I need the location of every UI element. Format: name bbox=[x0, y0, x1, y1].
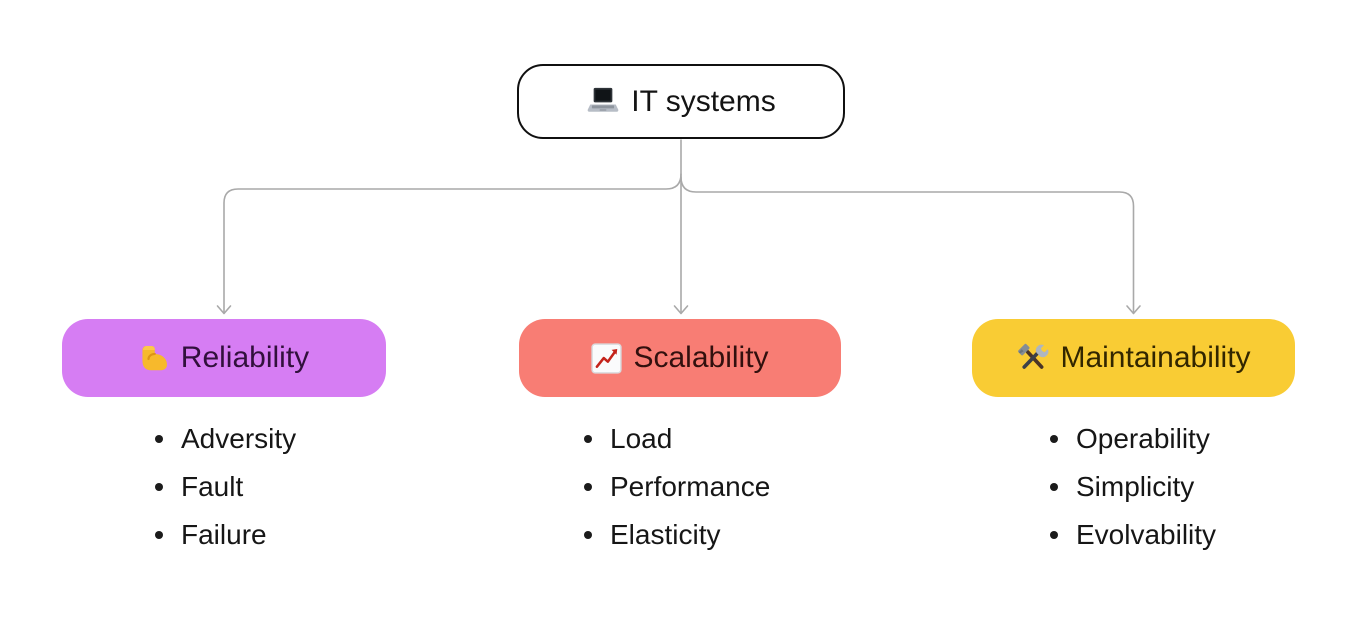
chart-increasing-icon bbox=[591, 342, 623, 374]
arrowhead-reliability bbox=[216, 305, 232, 315]
list-item: Load bbox=[584, 415, 770, 463]
bullet-dot bbox=[155, 483, 163, 491]
branch-label-reliability: Reliability bbox=[180, 341, 310, 374]
root-node-it-systems[interactable]: IT systems bbox=[517, 64, 845, 139]
flexed-biceps-icon bbox=[139, 343, 170, 374]
list-item-label: Failure bbox=[181, 519, 267, 550]
list-item: Performance bbox=[584, 463, 770, 511]
list-item: Evolvability bbox=[1050, 511, 1216, 559]
branch-node-maintainability[interactable]: Maintainability bbox=[972, 319, 1295, 397]
list-item: Failure bbox=[155, 511, 296, 559]
branch-label-maintainability: Maintainability bbox=[1060, 341, 1251, 374]
list-item: Fault bbox=[155, 463, 296, 511]
list-item-label: Elasticity bbox=[610, 519, 721, 550]
bullet-dot bbox=[584, 435, 592, 443]
list-item: Adversity bbox=[155, 415, 296, 463]
edge-root-to-reliability bbox=[223, 173, 682, 314]
laptop-icon bbox=[586, 87, 620, 116]
bullet-dot bbox=[1050, 531, 1058, 539]
list-item-label: Fault bbox=[181, 471, 244, 502]
list-item-label: Evolvability bbox=[1076, 519, 1217, 550]
bullet-dot bbox=[584, 531, 592, 539]
bullet-dot bbox=[584, 483, 592, 491]
list-item: Simplicity bbox=[1050, 463, 1216, 511]
list-item: Elasticity bbox=[584, 511, 770, 559]
connector-group bbox=[216, 139, 1141, 315]
list-item-label: Performance bbox=[610, 471, 771, 502]
list-item-label: Adversity bbox=[181, 423, 297, 454]
bullet-dot bbox=[155, 435, 163, 443]
branch-node-scalability[interactable]: Scalability bbox=[519, 319, 841, 397]
maintainability-list: Operability Simplicity Evolvability bbox=[1050, 415, 1216, 559]
list-item-label: Simplicity bbox=[1076, 471, 1195, 502]
bullet-dot bbox=[1050, 435, 1058, 443]
bullet-dot bbox=[155, 531, 163, 539]
bullet-dot bbox=[1050, 483, 1058, 491]
list-item: Operability bbox=[1050, 415, 1216, 463]
list-item-label: Load bbox=[610, 423, 673, 454]
reliability-list: Adversity Fault Failure bbox=[155, 415, 296, 559]
edge-root-to-maintainability bbox=[680, 176, 1135, 314]
list-item-label: Operability bbox=[1076, 423, 1210, 454]
branch-label-scalability: Scalability bbox=[633, 341, 769, 374]
arrowhead-scalability bbox=[673, 305, 689, 315]
scalability-list: Load Performance Elasticity bbox=[584, 415, 770, 559]
root-node-label: IT systems bbox=[631, 84, 776, 118]
arrowhead-maintainability bbox=[1126, 305, 1141, 315]
branch-node-reliability[interactable]: Reliability bbox=[62, 319, 386, 397]
hammer-and-wrench-icon bbox=[1016, 342, 1049, 375]
